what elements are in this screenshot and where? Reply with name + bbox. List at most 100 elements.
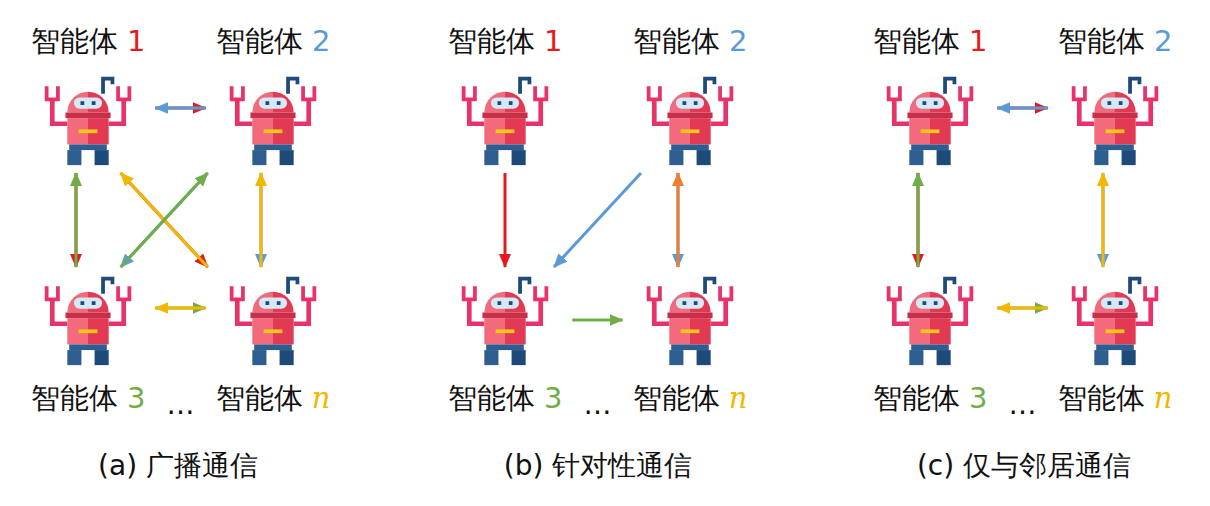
ellipsis-mark: … xyxy=(1009,388,1037,422)
robot-figure xyxy=(464,279,547,365)
robot-figure xyxy=(464,79,547,165)
arrow-connector xyxy=(260,173,263,267)
arrow-connector xyxy=(997,107,1047,110)
agent-node: 智能体 n xyxy=(1054,273,1177,416)
agent-label: 智能体 n xyxy=(214,381,333,416)
arrow-connector xyxy=(917,173,920,267)
robot-icon xyxy=(226,73,320,167)
robot-icon xyxy=(458,273,552,367)
robot-figure xyxy=(1074,279,1157,365)
robot-figure xyxy=(1074,79,1157,165)
arrow-connector xyxy=(677,173,680,267)
agent-node: 智能体 1 xyxy=(27,24,150,167)
arrow-connector xyxy=(260,173,263,267)
agent-number: 1 xyxy=(969,24,987,58)
robot-figure xyxy=(47,79,130,165)
agent-node: 智能体 1 xyxy=(444,24,567,167)
agent-node: 智能体 n xyxy=(212,273,335,416)
agent-number: 2 xyxy=(1154,24,1172,58)
robot-figure xyxy=(47,279,130,365)
agent-label: 智能体 1 xyxy=(446,24,565,59)
agent-word: 智能体 xyxy=(216,381,312,415)
agent-number: 3 xyxy=(544,381,562,415)
agent-number: n xyxy=(312,381,331,415)
robot-icon xyxy=(1068,273,1162,367)
agent-node: 智能体 2 xyxy=(1054,24,1177,167)
arrow-connector xyxy=(504,173,507,267)
robot-figure xyxy=(889,79,972,165)
agent-node: 智能体 1 xyxy=(869,24,992,167)
agent-number: n xyxy=(1154,381,1173,415)
robot-icon xyxy=(643,273,737,367)
arrow-connector xyxy=(1102,173,1105,267)
agent-node: 智能体 3 xyxy=(27,273,150,416)
robot-icon xyxy=(643,73,737,167)
agent-label: 智能体 3 xyxy=(29,381,148,416)
arrow-connector xyxy=(155,307,205,310)
agent-label: 智能体 n xyxy=(631,381,750,416)
arrow-connector xyxy=(121,173,208,267)
arrow-connector xyxy=(1102,173,1105,267)
agent-number: 2 xyxy=(729,24,747,58)
agent-number: 3 xyxy=(127,381,145,415)
agent-number: 1 xyxy=(544,24,562,58)
arrow-connector xyxy=(155,107,205,110)
arrow-connector xyxy=(75,173,78,267)
arrow-connector xyxy=(997,107,1047,110)
panel-caption: (c) 仅与邻居通信 xyxy=(917,449,1131,483)
robot-figure xyxy=(649,279,732,365)
agent-number: 1 xyxy=(127,24,145,58)
agent-word: 智能体 xyxy=(873,24,969,58)
agent-number: n xyxy=(729,381,748,415)
arrow-connector xyxy=(121,173,208,267)
robot-icon xyxy=(883,273,977,367)
arrow-connector xyxy=(75,173,78,267)
arrow-connector xyxy=(997,307,1047,310)
ellipsis-mark: … xyxy=(167,388,195,422)
agent-word: 智能体 xyxy=(216,24,312,58)
arrow-connector xyxy=(121,173,208,267)
robot-icon xyxy=(41,73,135,167)
agent-word: 智能体 xyxy=(448,24,544,58)
robot-figure xyxy=(232,79,315,165)
agent-label: 智能体 1 xyxy=(29,24,148,59)
agent-word: 智能体 xyxy=(31,24,127,58)
agent-node: 智能体 3 xyxy=(869,273,992,416)
agent-word: 智能体 xyxy=(873,381,969,415)
agent-label: 智能体 2 xyxy=(214,24,333,59)
agent-number: 3 xyxy=(969,381,987,415)
agent-label: 智能体 3 xyxy=(446,381,565,416)
agent-word: 智能体 xyxy=(31,381,127,415)
robot-icon xyxy=(1068,73,1162,167)
agent-word: 智能体 xyxy=(633,24,729,58)
arrow-connector xyxy=(997,307,1047,310)
agent-node: 智能体 n xyxy=(629,273,752,416)
agent-node: 智能体 3 xyxy=(444,273,567,416)
panel-caption: (a) 广播通信 xyxy=(98,449,258,483)
robot-figure xyxy=(649,79,732,165)
robot-figure xyxy=(232,279,315,365)
arrow-connector xyxy=(554,173,641,267)
agent-label: 智能体 1 xyxy=(871,24,990,59)
robot-icon xyxy=(41,273,135,367)
agent-word: 智能体 xyxy=(1058,24,1154,58)
agent-label: 智能体 2 xyxy=(631,24,750,59)
agent-node: 智能体 2 xyxy=(212,24,335,167)
agent-label: 智能体 3 xyxy=(871,381,990,416)
arrow-connector xyxy=(155,307,205,310)
ellipsis-mark: … xyxy=(584,388,612,422)
arrow-connector xyxy=(917,173,920,267)
arrow-connector xyxy=(155,107,205,110)
agent-label: 智能体 2 xyxy=(1056,24,1175,59)
panel-caption: (b) 针对性通信 xyxy=(504,449,693,483)
agent-node: 智能体 2 xyxy=(629,24,752,167)
robot-icon xyxy=(458,73,552,167)
agent-number: 2 xyxy=(312,24,330,58)
agent-word: 智能体 xyxy=(633,381,729,415)
robot-icon xyxy=(226,273,320,367)
robot-icon xyxy=(883,73,977,167)
robot-figure xyxy=(889,279,972,365)
agent-word: 智能体 xyxy=(448,381,544,415)
